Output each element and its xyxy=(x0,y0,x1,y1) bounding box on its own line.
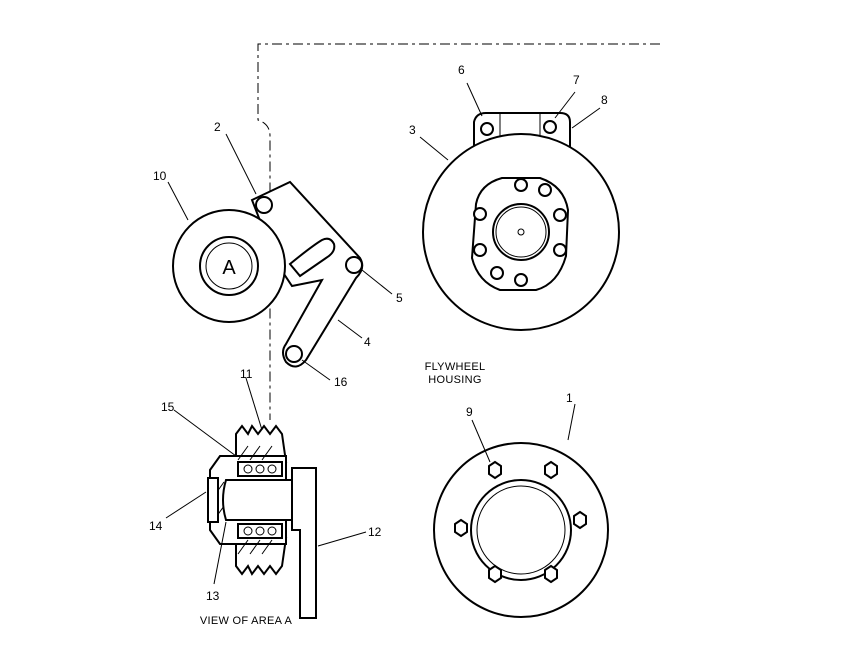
callout-15: 15 xyxy=(161,400,175,414)
callout-13: 13 xyxy=(206,589,220,603)
callout-8: 8 xyxy=(601,93,608,107)
flywheel-housing-label-line2: HOUSING xyxy=(428,374,481,386)
callout-9: 9 xyxy=(466,405,473,419)
callout-11: 11 xyxy=(240,367,253,381)
area-marker-a: A xyxy=(222,257,236,279)
callout-2: 2 xyxy=(214,120,221,134)
section-view-area-a xyxy=(207,424,317,619)
callout-16: 16 xyxy=(334,375,348,389)
flywheel-housing-label-line1: FLYWHEEL xyxy=(425,361,486,373)
callout-1: 1 xyxy=(566,391,573,405)
callout-3: 3 xyxy=(409,123,416,137)
callout-10: 10 xyxy=(153,169,167,183)
callout-6: 6 xyxy=(458,63,465,77)
idler-assembly xyxy=(172,180,364,368)
callout-labels: 1 2 3 4 5 6 7 8 9 10 11 12 13 14 15 16 xyxy=(149,63,608,603)
flywheel-pulley-3 xyxy=(422,112,620,331)
leader-lines xyxy=(165,82,601,585)
callout-5: 5 xyxy=(396,291,403,305)
callout-4: 4 xyxy=(364,335,371,349)
crank-pulley-1 xyxy=(433,442,609,618)
callout-14: 14 xyxy=(149,519,163,533)
phantom-outline xyxy=(257,43,660,420)
callout-7: 7 xyxy=(573,73,580,87)
callout-12: 12 xyxy=(368,525,382,539)
view-caption: VIEW OF AREA A xyxy=(200,615,293,627)
